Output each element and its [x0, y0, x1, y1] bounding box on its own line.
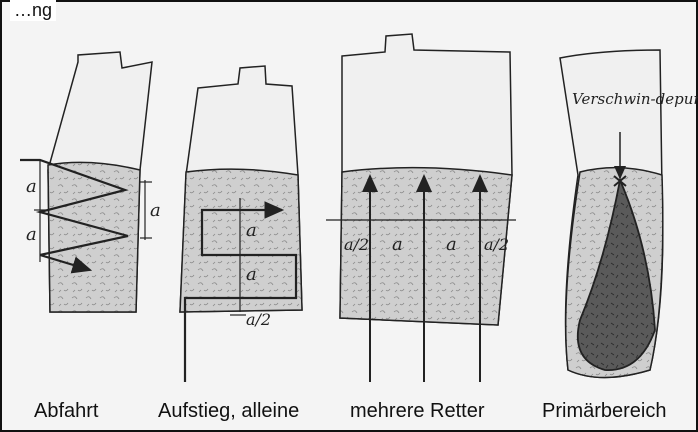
mark-a-2: a [26, 224, 37, 245]
panel-aufstieg: a a a/2 [180, 66, 302, 382]
label-aufstieg: Aufstieg, alleine [158, 400, 299, 423]
mark-a-1: a [26, 176, 37, 197]
mark-a-2: a [446, 234, 457, 255]
label-primaer: Primärbereich [542, 400, 666, 423]
mark-a-half: a/2 [246, 310, 271, 329]
mark-a-1: a [392, 234, 403, 255]
panel-abfahrt: a a a [20, 52, 161, 312]
mark-a-half-1: a/2 [344, 235, 369, 254]
panel-primaer: Verschwin-depunkt [560, 50, 698, 378]
mark-a-2: a [246, 264, 257, 285]
label-retter: mehrere Retter [350, 400, 485, 423]
annotation-vanishing-point: Verschwin-depunkt [572, 90, 698, 108]
label-abfahrt: Abfahrt [34, 400, 98, 423]
mark-a-1: a [246, 220, 257, 241]
mark-a-3: a [150, 200, 161, 221]
mark-a-half-2: a/2 [484, 235, 509, 254]
avalanche-area [180, 169, 302, 312]
panel-retter: a/2 a a a/2 [326, 34, 516, 382]
